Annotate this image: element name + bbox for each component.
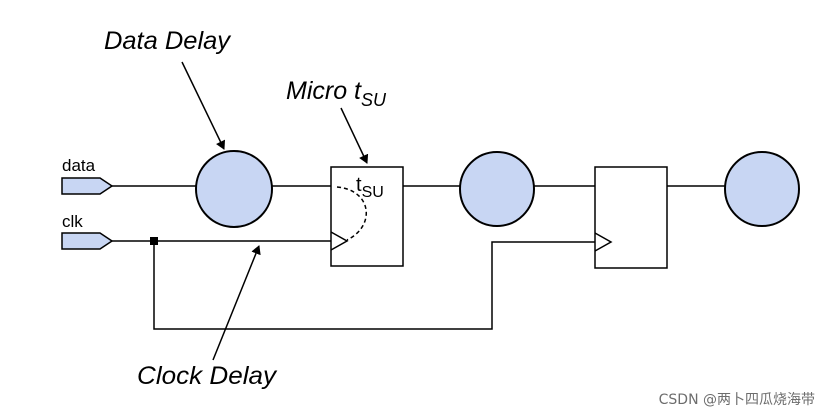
tsu-label: tSU — [356, 174, 384, 201]
data-delay-node — [195, 150, 273, 228]
data-delay-label: Data Delay — [104, 27, 232, 55]
register-2 — [594, 166, 668, 269]
tsu-subscript: SU — [362, 184, 384, 201]
data-delay-arrow — [181, 61, 226, 150]
register-1 — [330, 166, 404, 267]
clock-delay-label: Clock Delay — [137, 362, 278, 390]
clk-branch-wire — [153, 241, 595, 330]
logic-node-2 — [459, 151, 535, 227]
watermark: CSDN @两卜四瓜烧海带 — [658, 392, 815, 408]
micro-tsu-subscript: SU — [361, 90, 387, 110]
register-2-clock-triangle — [594, 232, 613, 252]
clk-port-shape — [61, 232, 114, 250]
tsu-dashed-curve — [336, 186, 368, 241]
logic-node-3 — [724, 151, 800, 227]
tsu-text: t — [356, 174, 362, 196]
register-1-clock-triangle — [330, 231, 349, 251]
clk-port-label: clk — [62, 212, 83, 231]
micro-tsu-arrow — [340, 107, 369, 164]
micro-tsu-label: Micro tSU — [286, 77, 387, 110]
data-port-shape — [61, 177, 114, 195]
clock-delay-arrow — [212, 245, 261, 361]
data-port-label: data — [62, 156, 96, 175]
micro-tsu-text: Micro t — [286, 77, 362, 105]
